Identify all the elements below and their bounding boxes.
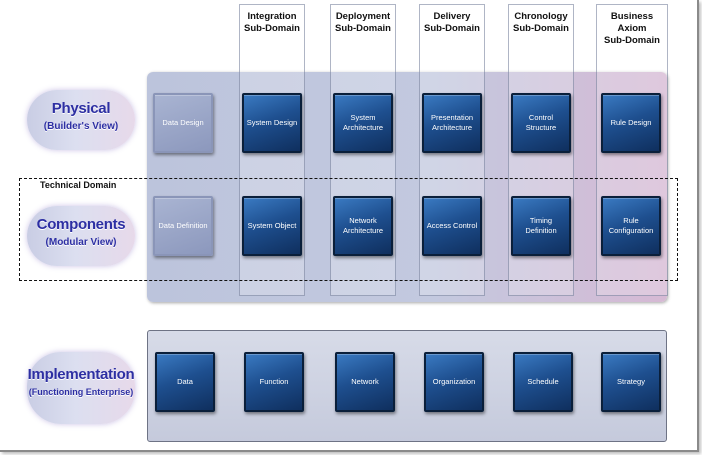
technical-domain-label: Technical Domain (40, 180, 117, 190)
column-header: Integration Sub-Domain (240, 11, 304, 35)
row-subtitle: (Modular View) (45, 237, 117, 248)
implementation-box-schedule: Schedule (513, 352, 573, 412)
physical-box-rule-design: Rule Design (601, 93, 661, 153)
row-subtitle: (Builder's View) (43, 121, 119, 132)
component-box-system-object: System Object (242, 196, 302, 256)
row-label-components: Components (Modular View) (27, 206, 135, 266)
column-header: Business Axiom Sub-Domain (597, 11, 667, 47)
technical-domain-boundary (19, 178, 678, 281)
physical-box-control-structure: Control Structure (511, 93, 571, 153)
column-header-line2: Sub-Domain (604, 35, 660, 46)
design-panel (147, 72, 667, 302)
component-box-access-control: Access Control (422, 196, 482, 256)
implementation-box-data: Data (155, 352, 215, 412)
column-header-line1: Delivery (433, 11, 471, 22)
implementation-box-organization: Organization (424, 352, 484, 412)
column-header: Delivery Sub-Domain (420, 11, 484, 35)
row-title: Implementation (27, 366, 135, 383)
row-title: Components (36, 216, 126, 233)
column-header-line1: Integration (247, 11, 297, 22)
physical-box-system-architecture: System Architecture (333, 93, 393, 153)
column-header-line2: Sub-Domain (513, 23, 569, 34)
implementation-box-strategy: Strategy (601, 352, 661, 412)
column-header-line2: Sub-Domain (424, 23, 480, 34)
implementation-box-network: Network (335, 352, 395, 412)
component-box-rule-configuration: Rule Configuration (601, 196, 661, 256)
column-header-line2: Sub-Domain (335, 23, 391, 34)
column-header-line1: Chronology (514, 11, 568, 22)
row-subtitle: (Functioning Enterprise) (28, 387, 134, 397)
column-header: Deployment Sub-Domain (331, 11, 395, 35)
row-label-physical: Physical (Builder's View) (27, 90, 135, 150)
column-header: Chronology Sub-Domain (509, 11, 573, 35)
physical-box-system-design: System Design (242, 93, 302, 153)
column-header-line2: Sub-Domain (244, 23, 300, 34)
physical-box-presentation-architecture: Presentation Architecture (422, 93, 482, 153)
implementation-box-function: Function (244, 352, 304, 412)
component-box-network-architecture: Network Architecture (333, 196, 393, 256)
implementation-panel (147, 330, 667, 442)
column-header-line1: Deployment (335, 11, 391, 22)
row-label-implementation: Implementation (Functioning Enterprise) (27, 352, 135, 424)
physical-box-data-design: Data Design (153, 93, 213, 153)
column-header-line1: Business Axiom (610, 11, 654, 34)
component-box-timing-definition: Timing Definition (511, 196, 571, 256)
row-title: Physical (51, 100, 111, 117)
component-box-data-definition: Data Definition (153, 196, 213, 256)
